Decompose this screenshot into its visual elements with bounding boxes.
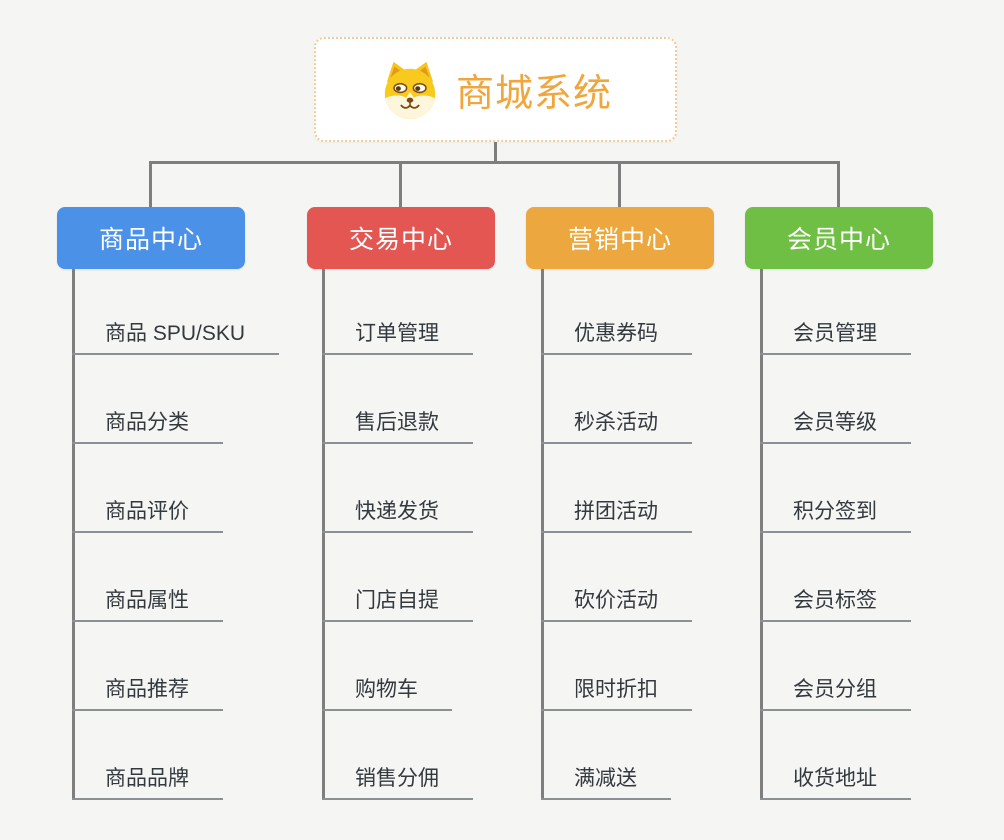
mindmap-item[interactable]: 商品分类 bbox=[72, 355, 223, 444]
branch-connector-line bbox=[399, 161, 402, 207]
mindmap-item[interactable]: 商品推荐 bbox=[72, 622, 223, 711]
mindmap-item[interactable]: 商品属性 bbox=[72, 533, 223, 622]
mindmap-item[interactable]: 售后退款 bbox=[322, 355, 473, 444]
item-label: 会员分组 bbox=[793, 678, 877, 701]
item-label: 商品属性 bbox=[105, 589, 189, 612]
item-label: 会员标签 bbox=[793, 589, 877, 612]
branch-connector-line bbox=[618, 161, 621, 207]
mindmap-item[interactable]: 收货地址 bbox=[760, 711, 911, 800]
branch-header[interactable]: 商品中心 bbox=[57, 207, 245, 269]
branch-connector-line bbox=[837, 161, 840, 207]
main-connector-line bbox=[149, 161, 840, 164]
mindmap-item[interactable]: 销售分佣 bbox=[322, 711, 473, 800]
branch-trunk-line bbox=[322, 269, 325, 800]
item-label: 订单管理 bbox=[355, 322, 439, 345]
mindmap-item[interactable]: 商品品牌 bbox=[72, 711, 223, 800]
branch: 交易中心 订单管理售后退款快递发货门店自提购物车销售分佣 bbox=[307, 161, 495, 800]
mindmap-item[interactable]: 会员管理 bbox=[760, 266, 911, 355]
item-label: 门店自提 bbox=[355, 589, 439, 612]
mindmap-item[interactable]: 商品评价 bbox=[72, 444, 223, 533]
item-label: 秒杀活动 bbox=[574, 411, 658, 434]
mindmap-item[interactable]: 会员分组 bbox=[760, 622, 911, 711]
mindmap-item[interactable]: 购物车 bbox=[322, 622, 452, 711]
item-label: 砍价活动 bbox=[574, 589, 658, 612]
item-label: 商品分类 bbox=[105, 411, 189, 434]
branch-trunk-line bbox=[541, 269, 544, 800]
mindmap-item[interactable]: 会员标签 bbox=[760, 533, 911, 622]
branch-header[interactable]: 营销中心 bbox=[526, 207, 714, 269]
item-label: 商品推荐 bbox=[105, 678, 189, 701]
branch-connector-line bbox=[149, 161, 152, 207]
root-node[interactable]: 商城系统 bbox=[314, 37, 677, 142]
item-label: 购物车 bbox=[355, 678, 418, 701]
branch-header[interactable]: 会员中心 bbox=[745, 207, 933, 269]
root-title: 商城系统 bbox=[455, 73, 612, 115]
branch: 商品中心 商品 SPU/SKU 商品分类商品评价商品属性商品推荐商品品牌 bbox=[57, 161, 280, 800]
item-label: 快递发货 bbox=[355, 500, 439, 523]
branch: 营销中心 优惠券码秒杀活动拼团活动砍价活动限时折扣满减送 bbox=[526, 161, 714, 800]
branch-trunk-line bbox=[72, 269, 75, 800]
item-label: 商品品牌 bbox=[105, 767, 189, 790]
item-label: 销售分佣 bbox=[355, 767, 439, 790]
branch: 会员中心 会员管理会员等级积分签到会员标签会员分组收货地址 bbox=[745, 161, 933, 800]
branch-items: 会员管理会员等级积分签到会员标签会员分组收货地址 bbox=[745, 266, 911, 800]
branch-items: 订单管理售后退款快递发货门店自提购物车销售分佣 bbox=[307, 266, 473, 800]
mindmap-item[interactable]: 订单管理 bbox=[322, 266, 473, 355]
item-label: 会员管理 bbox=[793, 322, 877, 345]
mindmap-item[interactable]: 限时折扣 bbox=[541, 622, 692, 711]
item-label: 会员等级 bbox=[793, 411, 877, 434]
branch-trunk-line bbox=[760, 269, 763, 800]
mindmap-item[interactable]: 满减送 bbox=[541, 711, 671, 800]
branch-items: 商品 SPU/SKU 商品分类商品评价商品属性商品推荐商品品牌 bbox=[57, 266, 280, 800]
item-label: 优惠券码 bbox=[574, 322, 658, 345]
branch-header[interactable]: 交易中心 bbox=[307, 207, 495, 269]
item-label: 售后退款 bbox=[355, 411, 439, 434]
mindmap-item[interactable]: 门店自提 bbox=[322, 533, 473, 622]
mindmap-item[interactable]: 拼团活动 bbox=[541, 444, 692, 533]
item-label: 拼团活动 bbox=[574, 500, 658, 523]
mindmap-item[interactable]: 优惠券码 bbox=[541, 266, 692, 355]
item-label: 限时折扣 bbox=[574, 678, 658, 701]
dog-face-icon bbox=[384, 61, 436, 119]
mindmap-item[interactable]: 砍价活动 bbox=[541, 533, 692, 622]
item-label: 积分签到 bbox=[793, 500, 877, 523]
item-label: 商品 SPU/SKU bbox=[105, 322, 246, 345]
mindmap-item[interactable]: 商品 SPU/SKU bbox=[72, 266, 280, 355]
item-label: 商品评价 bbox=[105, 500, 189, 523]
mindmap-item[interactable]: 快递发货 bbox=[322, 444, 473, 533]
item-label: 满减送 bbox=[574, 767, 637, 790]
branch-items: 优惠券码秒杀活动拼团活动砍价活动限时折扣满减送 bbox=[526, 266, 692, 800]
mindmap-item[interactable]: 秒杀活动 bbox=[541, 355, 692, 444]
root-connector-line bbox=[494, 142, 497, 163]
mindmap-item[interactable]: 会员等级 bbox=[760, 355, 911, 444]
mindmap-item[interactable]: 积分签到 bbox=[760, 444, 911, 533]
item-label: 收货地址 bbox=[793, 767, 877, 790]
